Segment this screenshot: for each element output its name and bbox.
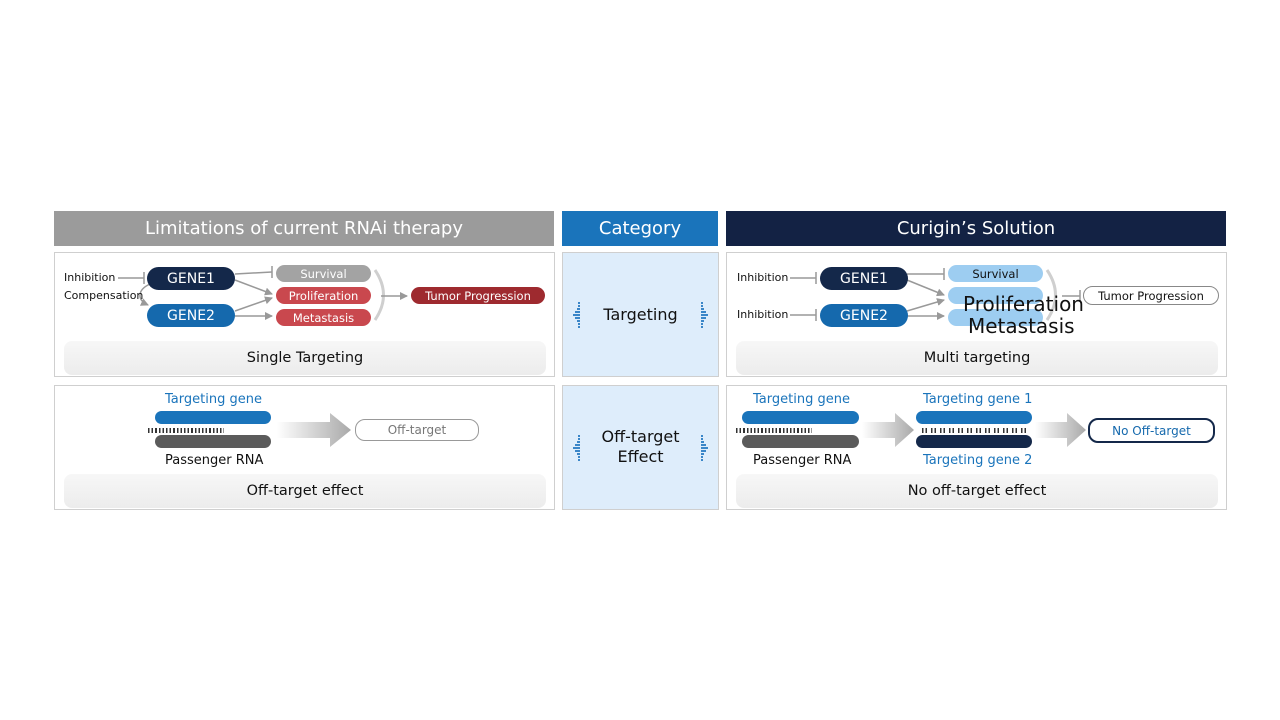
inhibition-label: Inhibition	[64, 271, 116, 284]
targeting-gene-2-label: Targeting gene 2	[923, 453, 1033, 468]
multi-targeting-caption: Multi targeting	[736, 341, 1218, 375]
multi-metastasis-text: Metastasis	[968, 314, 1075, 338]
metastasis-pill: Metastasis	[276, 309, 371, 326]
multi-metastasis-pill	[948, 309, 1043, 326]
multi-proliferation-text: Proliferation	[963, 292, 1084, 316]
targeting-gene-2-strand	[916, 435, 1032, 448]
inhibition-label-2: Inhibition	[737, 308, 789, 321]
category-targeting-label: Targeting	[603, 305, 678, 324]
off-target-effect-caption: Off-target effect	[64, 474, 546, 508]
solution-passenger-rna-label: Passenger RNA	[753, 453, 852, 468]
inhibition-label-1: Inhibition	[737, 271, 789, 284]
gene2-label: GENE2	[167, 307, 215, 324]
category-off-target-line1: Off-target	[601, 427, 680, 446]
solution-passenger-rna-strand	[742, 435, 859, 448]
multi-survival-label: Survival	[972, 266, 1019, 281]
solution-targeting-gene-strand	[742, 411, 859, 424]
off-target-label: Off-target	[387, 423, 447, 437]
multi-survival-pill: Survival	[948, 265, 1043, 282]
survival-pill: Survival	[276, 265, 371, 282]
tumor-progression-pill: Tumor Progression	[411, 287, 545, 304]
off-target-pill: Off-target	[355, 419, 479, 441]
no-off-target-big-arrow-1	[862, 413, 914, 447]
proliferation-label: Proliferation	[288, 288, 359, 303]
no-off-target-caption: No off-target effect	[736, 474, 1218, 508]
single-targeting-connectors	[118, 266, 408, 321]
multi-tumor-progression-label: Tumor Progression	[1098, 288, 1204, 303]
category-off-target-cell: Off-target Effect	[562, 385, 719, 510]
off-target-big-arrow	[277, 413, 351, 447]
header-solution-label: Curigin’s Solution	[896, 218, 1056, 239]
passenger-rna-label: Passenger RNA	[165, 453, 264, 468]
mismatch-ticks	[148, 428, 224, 433]
header-limitations: Limitations of current RNAi therapy	[54, 211, 554, 246]
no-off-target-caption-text: No off-target effect	[907, 483, 1047, 499]
survival-label: Survival	[300, 266, 347, 281]
multi-gene1-pill: GENE1	[820, 267, 908, 290]
category-off-target-line2: Effect	[617, 447, 664, 466]
multi-gene1-label: GENE1	[840, 270, 888, 287]
gene1-label: GENE1	[167, 270, 215, 287]
metastasis-label: Metastasis	[292, 310, 355, 325]
single-targeting-caption: Single Targeting	[64, 341, 546, 375]
off-target-effect-panel: Off-target effect	[54, 385, 555, 510]
header-limitations-label: Limitations of current RNAi therapy	[144, 218, 463, 239]
off-target-effect-caption-text: Off-target effect	[246, 483, 364, 499]
gene1-pill: GENE1	[147, 267, 235, 290]
single-targeting-caption-text: Single Targeting	[246, 350, 364, 366]
header-category: Category	[562, 211, 718, 246]
multi-gene2-label: GENE2	[840, 307, 888, 324]
solution-mismatch-ticks	[736, 428, 812, 433]
targeting-gene-1-label: Targeting gene 1	[923, 392, 1033, 407]
multi-targeting-caption-text: Multi targeting	[923, 350, 1031, 366]
no-off-target-big-arrow-2	[1035, 413, 1086, 447]
multi-tumor-progression-pill: Tumor Progression	[1083, 286, 1219, 305]
paired-ticks	[922, 428, 1026, 433]
targeting-gene-1-strand	[916, 411, 1032, 424]
proliferation-pill: Proliferation	[276, 287, 371, 304]
compensation-label: Compensation	[64, 289, 144, 302]
no-off-target-label: No Off-target	[1112, 423, 1191, 438]
targeting-gene-label: Targeting gene	[165, 392, 262, 407]
header-category-label: Category	[598, 218, 682, 239]
header-solution: Curigin’s Solution	[726, 211, 1226, 246]
passenger-rna-strand	[155, 435, 271, 448]
tumor-progression-label: Tumor Progression	[425, 288, 531, 303]
category-targeting-cell: Targeting	[562, 252, 719, 377]
multi-targeting-connectors	[790, 268, 1081, 321]
multi-proliferation-pill	[948, 287, 1043, 304]
solution-targeting-gene-label: Targeting gene	[753, 392, 850, 407]
multi-gene2-pill: GENE2	[820, 304, 908, 327]
gene2-pill: GENE2	[147, 304, 235, 327]
no-off-target-panel: No off-target effect	[726, 385, 1227, 510]
targeting-gene-strand	[155, 411, 271, 424]
no-off-target-pill: No Off-target	[1088, 418, 1215, 443]
